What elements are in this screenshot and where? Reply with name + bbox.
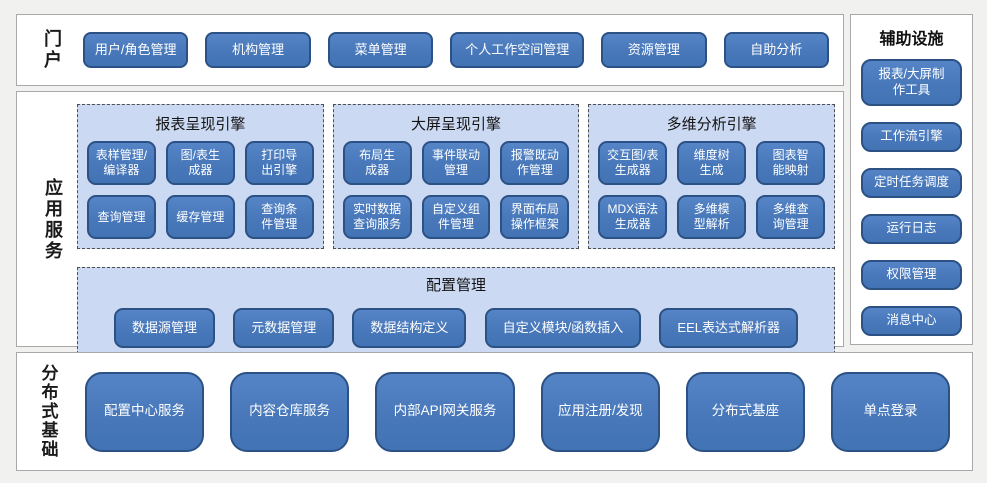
- group-report-engine: 报表呈现引擎 表样管理/ 编译器图/表生 成器打印导 出引擎查询管理缓存管理查询…: [77, 104, 324, 249]
- auxiliary-node: 运行日志: [861, 214, 962, 244]
- engine-node: 缓存管理: [165, 195, 235, 239]
- group-grid: 表样管理/ 编译器图/表生 成器打印导 出引擎查询管理缓存管理查询条 件管理: [87, 141, 314, 239]
- group-title: 多维分析引擎: [666, 116, 757, 133]
- engine-node: 查询管理: [87, 195, 156, 239]
- engine-node: 自定义组 件管理: [421, 195, 491, 239]
- engine-node: 维度树 生成: [677, 141, 747, 185]
- config-node: 数据源管理: [114, 308, 216, 348]
- infra-node: 配置中心服务: [85, 371, 205, 452]
- portal-label: 门户: [42, 29, 62, 71]
- group-config-management: 配置管理 数据源管理元数据管理数据结构定义自定义模块/函数插入 EEL表达式解析器: [77, 267, 835, 359]
- config-node: 自定义模块/函数插入: [484, 308, 642, 348]
- section-portal: 门户 用户/角色管理机构管理菜单管理个人工作空间管理资源管理自助分析: [16, 14, 844, 86]
- engine-node: 打印导 出引擎: [244, 141, 314, 185]
- portal-node: 个人工作空间管理: [450, 32, 585, 68]
- engine-node: 实时数据 查询服务: [342, 195, 412, 239]
- engine-node: 表样管理/ 编译器: [87, 141, 156, 185]
- auxiliary-title: 辅助设施: [879, 31, 944, 48]
- engine-node: 图/表生 成器: [165, 141, 235, 185]
- portal-node: 资源管理: [601, 32, 707, 68]
- group-title: 报表呈现引擎: [155, 116, 246, 133]
- portal-node: 用户/角色管理: [83, 32, 189, 68]
- group-title: 大屏呈现引擎: [411, 116, 502, 133]
- config-node: 数据结构定义: [352, 308, 467, 348]
- engine-node: 多维模 型解析: [677, 195, 747, 239]
- auxiliary-node: 权限管理: [861, 260, 962, 290]
- engine-node: MDX语法 生成器: [598, 195, 668, 239]
- engine-node: 查询条 件管理: [244, 195, 314, 239]
- engine-node: 事件联动 管理: [421, 141, 491, 185]
- portal-node: 机构管理: [205, 32, 311, 68]
- section-app-services: 应用服务 报表呈现引擎 表样管理/ 编译器图/表生 成器打印导 出引擎查询管理缓…: [16, 91, 844, 359]
- engine-node: 界面布局 操作框架: [500, 195, 570, 239]
- config-node: EEL表达式解析器: [659, 308, 798, 348]
- auxiliary-node: 报表/大屏制 作工具: [861, 59, 962, 106]
- engine-node: 交互图/表 生成器: [598, 141, 668, 185]
- group-bigscreen-engine: 大屏呈现引擎 布局生 成器事件联动 管理报警既动 作管理实时数据 查询服务自定义…: [332, 104, 580, 249]
- auxiliary-node: 消息中心: [861, 306, 962, 336]
- auxiliary-node: 定时任务调度: [861, 168, 962, 198]
- config-buttons-row: 数据源管理元数据管理数据结构定义自定义模块/函数插入 EEL表达式解析器: [88, 302, 824, 348]
- app-services-content: 报表呈现引擎 表样管理/ 编译器图/表生 成器打印导 出引擎查询管理缓存管理查询…: [73, 104, 836, 359]
- distributed-buttons-row: 配置中心服务内容仓库服务内部API网关服务应用注册/发现分布式基座单点登录: [65, 371, 958, 452]
- engine-node: 图表智 能映射: [756, 141, 826, 185]
- portal-node: 菜单管理: [327, 32, 434, 68]
- app-services-label: 应用服务: [43, 178, 63, 262]
- infra-node: 内容仓库服务: [230, 371, 350, 452]
- auxiliary-buttons-col: 报表/大屏制 作工具工作流引擎定时任务调度运行日志权限管理消息中心: [861, 59, 962, 336]
- config-node: 元数据管理: [233, 308, 335, 348]
- group-grid: 布局生 成器事件联动 管理报警既动 作管理实时数据 查询服务自定义组 件管理界面…: [342, 141, 570, 239]
- section-distributed: 分布式基础 配置中心服务内容仓库服务内部API网关服务应用注册/发现分布式基座单…: [16, 352, 973, 471]
- infra-node: 单点登录: [830, 371, 950, 452]
- portal-node: 自助分析: [723, 32, 830, 68]
- portal-buttons-row: 用户/角色管理机构管理菜单管理个人工作空间管理资源管理自助分析: [69, 32, 833, 68]
- config-title: 配置管理: [425, 277, 486, 294]
- engine-node: 布局生 成器: [342, 141, 412, 185]
- engine-groups-row: 报表呈现引擎 表样管理/ 编译器图/表生 成器打印导 出引擎查询管理缓存管理查询…: [77, 104, 836, 249]
- infra-node: 分布式基座: [685, 371, 805, 452]
- engine-node: 多维查 询管理: [756, 195, 826, 239]
- auxiliary-node: 工作流引擎: [861, 122, 962, 152]
- section-auxiliary: 辅助设施 报表/大屏制 作工具工作流引擎定时任务调度运行日志权限管理消息中心: [850, 14, 973, 345]
- infra-node: 应用注册/发现: [540, 371, 660, 452]
- infra-node: 内部API网关服务: [375, 371, 515, 452]
- engine-node: 报警既动 作管理: [500, 141, 570, 185]
- group-grid: 交互图/表 生成器维度树 生成图表智 能映射 MDX语法 生成器多维模 型解析多维…: [598, 141, 826, 239]
- distributed-label: 分布式基础: [38, 364, 58, 459]
